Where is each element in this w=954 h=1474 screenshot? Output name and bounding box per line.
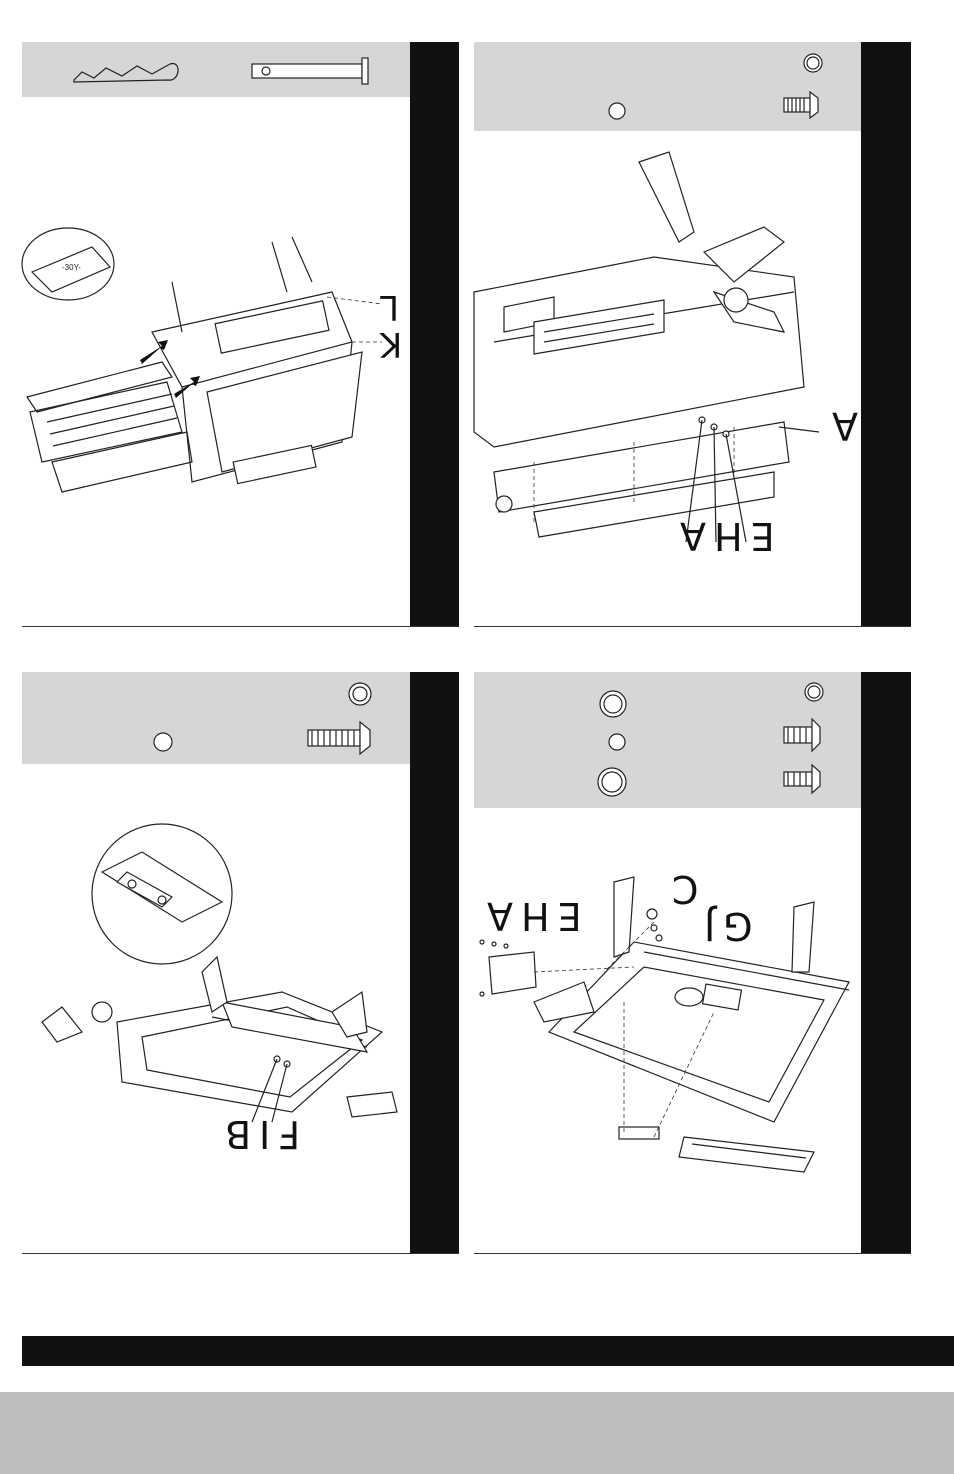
step-side-bar — [410, 42, 459, 626]
grill-frame — [474, 152, 804, 447]
part-label-c: C — [664, 867, 699, 911]
step-panel-3: FIB — [22, 672, 459, 1254]
detail-circle: -30Y- — [22, 228, 114, 300]
step-panel-2: A EHA — [474, 42, 911, 627]
footer-band — [0, 1392, 954, 1474]
part-label-fib: FIB — [217, 1112, 300, 1156]
step-side-bar — [410, 672, 459, 1253]
cooking-grates — [27, 362, 192, 492]
grill-body — [152, 237, 362, 484]
part-label-a: A — [824, 404, 858, 448]
detail-circle — [92, 824, 232, 964]
step-panel-1: -30Y- L K — [22, 42, 459, 627]
part-label-eha: EHA — [672, 514, 775, 558]
step-panel-4: EHA C GJ — [474, 672, 911, 1254]
svg-text:-30Y-: -30Y- — [62, 263, 81, 272]
part-label-k: K — [372, 324, 402, 364]
footer-bar — [22, 1336, 954, 1366]
grill-underside — [42, 957, 397, 1122]
step-side-bar — [861, 42, 911, 626]
part-label-eha: EHA — [479, 894, 582, 938]
part-label-gj: GJ — [696, 904, 753, 948]
step-side-bar — [861, 672, 911, 1253]
assembly-illustration: -30Y- — [22, 42, 410, 626]
part-label-l: L — [372, 287, 399, 327]
assembly-illustration — [474, 672, 861, 1253]
assembly-illustration — [22, 672, 410, 1253]
assembly-illustration — [474, 42, 861, 626]
